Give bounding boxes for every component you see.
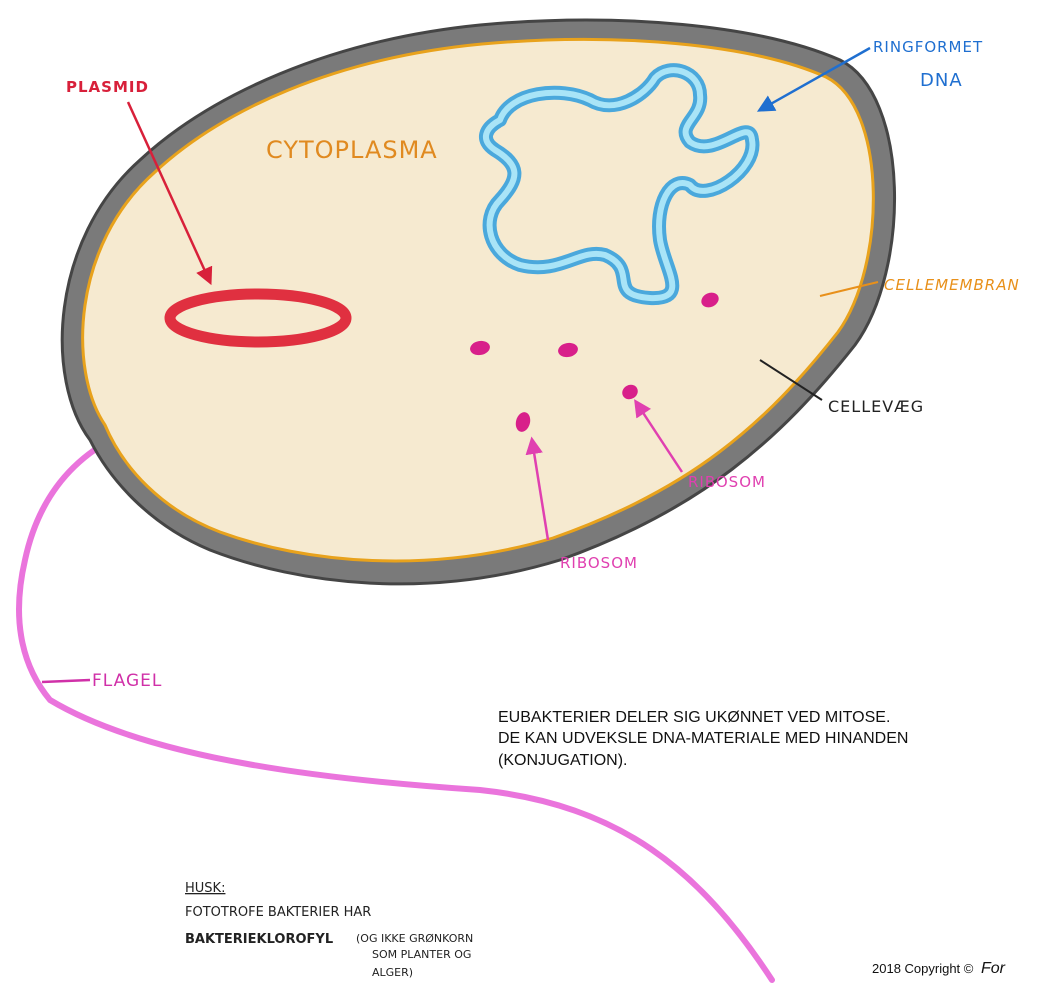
note-heading: HUSK: — [185, 881, 225, 896]
copyright: 2018 Copyright © For — [872, 960, 1006, 977]
note-paren-1: (OG IKKE GRØNKORN — [356, 932, 473, 945]
label-cellevaeg: CELLEVÆG — [828, 397, 924, 416]
info-text: EUBAKTERIER DELER SIG UKØNNET VED MITOSE… — [498, 709, 908, 769]
note-bold-term: BAKTERIEKLOROFYL — [185, 932, 333, 947]
label-cytoplasma: CYTOPLASMA — [266, 136, 438, 164]
label-dna: DNA — [920, 70, 963, 91]
info-line-3: (KONJUGATION). — [498, 752, 627, 769]
flagel-leader — [42, 680, 90, 682]
info-line-2: DE KAN UDVEKSLE DNA-MATERIALE MED HINAND… — [498, 730, 908, 747]
remember-note: HUSK: FOTOTROFE BAKTERIER HAR BAKTERIEKL… — [185, 881, 473, 979]
note-line-1: FOTOTROFE BAKTERIER HAR — [185, 905, 371, 920]
label-ribosom-bottom: RIBOSOM — [560, 554, 638, 572]
note-paren-2: SOM PLANTER OG — [372, 948, 471, 961]
note-paren-3: ALGER) — [372, 966, 413, 979]
label-ribosom-right: RIBOSOM — [688, 473, 766, 491]
copyright-text: 2018 Copyright © — [872, 961, 974, 976]
label-flagel: FLAGEL — [92, 671, 162, 691]
copyright-italic: For — [981, 960, 1006, 977]
info-line-1: EUBAKTERIER DELER SIG UKØNNET VED MITOSE… — [498, 709, 890, 726]
label-plasmid: PLASMID — [66, 78, 149, 96]
label-cellemembran: CELLEMEMBRAN — [884, 276, 1020, 294]
label-ringformet: RINGFORMET — [873, 38, 983, 56]
